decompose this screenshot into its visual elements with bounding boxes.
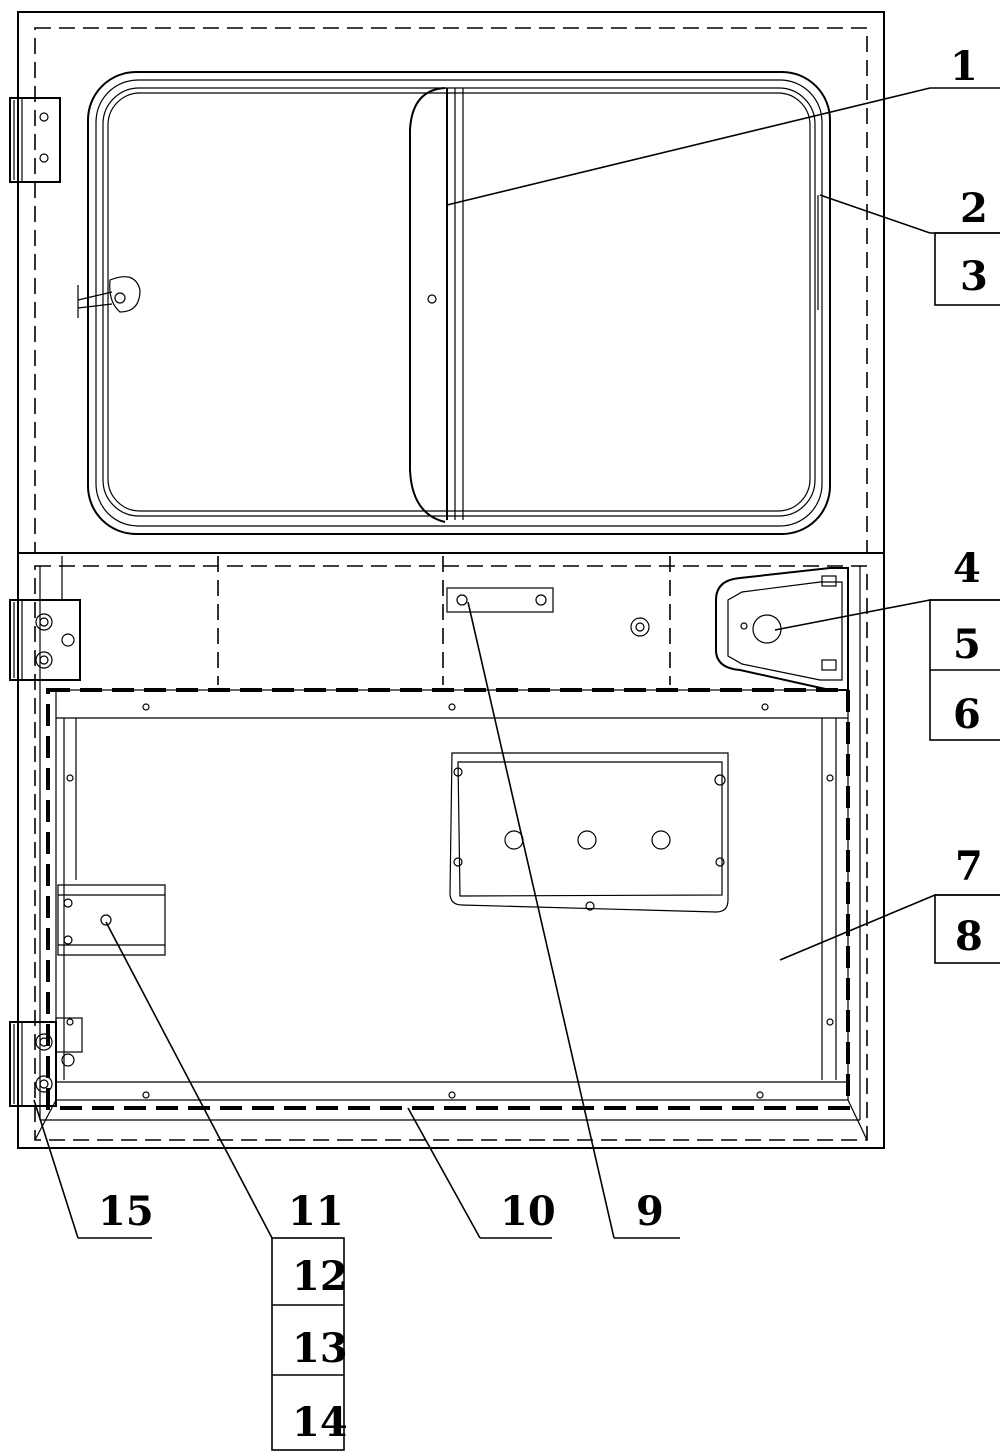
callout-label-2: 2 — [960, 185, 988, 232]
callout-box-8 — [934, 894, 1000, 964]
callout-label-11: 11 — [288, 1188, 344, 1235]
callout-label-6: 6 — [953, 691, 981, 738]
leader-lines — [33, 87, 1000, 1239]
door-outer-frame — [17, 11, 885, 1149]
side-rails — [56, 718, 848, 1099]
callout-label-10: 10 — [500, 1188, 556, 1235]
callout-label-13: 13 — [292, 1325, 348, 1372]
callout-box-3 — [934, 232, 1000, 306]
callout-label-1: 1 — [950, 43, 978, 90]
left-bracket-11 — [57, 884, 166, 956]
mounting-plate — [449, 752, 729, 913]
upper-band — [56, 556, 848, 719]
lock-assembly-icon — [715, 567, 849, 691]
callout-label-5: 5 — [953, 621, 981, 668]
lower-dashed-outline — [34, 565, 868, 1141]
top-hinge-icon — [9, 97, 61, 183]
window-latch-icon — [77, 276, 141, 318]
callout-label-4: 4 — [953, 545, 981, 592]
bottom-hinge-icon — [9, 1017, 83, 1107]
callout-label-7: 7 — [955, 843, 983, 890]
callout-label-8: 8 — [955, 913, 983, 960]
bracket-9 — [446, 587, 554, 613]
inner-panel — [55, 689, 849, 1101]
callout-boxes — [271, 232, 1000, 1451]
upper-dashed-outline — [34, 27, 868, 554]
callout-box-12-14 — [271, 1237, 345, 1451]
callout-label-15: 15 — [98, 1188, 154, 1235]
callout-label-14: 14 — [292, 1399, 348, 1446]
middle-hinge-icon — [9, 599, 81, 681]
sliding-sash — [409, 87, 446, 523]
window-assembly — [87, 71, 831, 535]
callout-label-12: 12 — [292, 1253, 348, 1300]
callout-label-9: 9 — [636, 1188, 664, 1235]
callout-label-3: 3 — [960, 253, 988, 300]
